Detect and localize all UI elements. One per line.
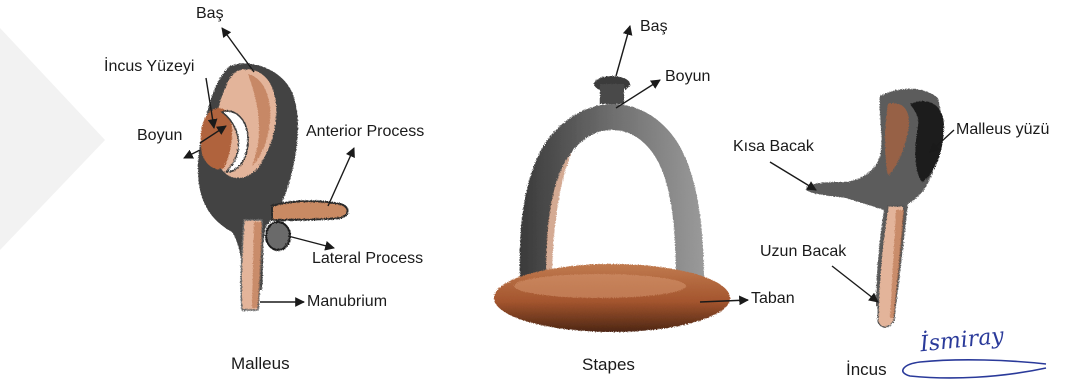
arrow-malleus-lateral [288, 236, 334, 248]
malleus-drawing [198, 64, 348, 310]
label-malleus-bas: Baş [196, 6, 224, 22]
label-malleus-manubrium: Manubrium [307, 294, 387, 310]
stapes-neck [600, 84, 624, 104]
arrow-incus-uzun-bacak [832, 266, 878, 302]
arrow-stapes-bas [616, 26, 630, 76]
caption-incus: İncus [846, 361, 887, 378]
label-stapes-bas: Baş [640, 19, 668, 35]
label-stapes-taban: Taban [751, 291, 795, 307]
label-incus-uzun-bacak: Uzun Bacak [760, 244, 846, 260]
label-incus-kisa-bacak: Kısa Bacak [733, 139, 814, 155]
arrow-incus-kisa-bacak [770, 162, 816, 190]
arrow-malleus-boyun-2 [184, 150, 200, 158]
arrow-malleus-anterior [328, 148, 354, 206]
signature-flourish [903, 360, 1046, 378]
label-malleus-lateral-process: Lateral Process [312, 251, 423, 267]
caption-stapes: Stapes [582, 356, 635, 373]
label-malleus-boyun: Boyun [137, 128, 182, 144]
stapes-base-highlight [514, 274, 686, 298]
label-stapes-boyun: Boyun [665, 69, 710, 85]
incus-drawing [806, 89, 944, 327]
stapes-drawing [494, 76, 730, 332]
signature [903, 360, 1046, 378]
label-malleus-incus-yuzeyi: İncus Yüzeyi [104, 59, 194, 75]
malleus-anterior-process [272, 201, 348, 220]
watermark-chevron [0, 28, 105, 250]
caption-malleus: Malleus [231, 355, 290, 372]
malleus-lateral-process [266, 222, 290, 250]
label-incus-malleus-yuzu: Malleus yüzü [956, 122, 1049, 138]
label-malleus-anterior-process: Anterior Process [306, 124, 424, 140]
